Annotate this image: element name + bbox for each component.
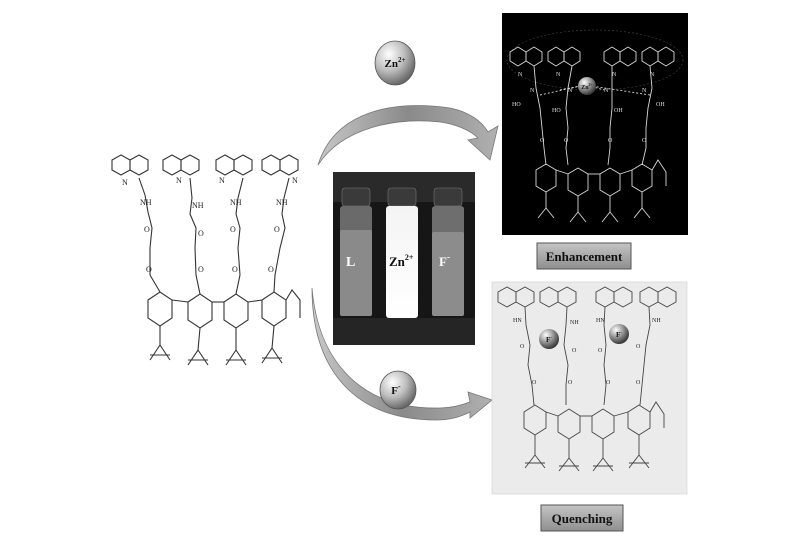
svg-text:Zn2+: Zn2+ (581, 82, 593, 91)
quinoline-3 (215, 154, 253, 176)
fc-o-7: O (606, 380, 611, 386)
zc-n-3: N (612, 72, 617, 78)
vial-label-l: L (346, 255, 355, 270)
zc-o-3: O (608, 138, 613, 144)
vial-fluoride (432, 187, 464, 316)
fc-hn-2: HN (596, 318, 605, 324)
zinc-complex-panel: Zn2+ N N N N N N N N HO HO OH OH O O O O (502, 13, 688, 235)
free-ligand-atom-labels: NH NH NH NH N N N N O O O O O O O O (122, 176, 298, 274)
vial-label-f: F (439, 254, 447, 269)
fluoride-ion-ball: F- (379, 370, 417, 410)
bound-f-text-2: F (616, 331, 620, 339)
zc-oh-2: OH (656, 102, 665, 108)
svg-text:F-: F- (391, 382, 401, 397)
o-label-5: O (146, 265, 152, 274)
vial-ligand (340, 187, 372, 316)
svg-text:F-: F- (616, 331, 622, 339)
fc-hn-1: HN (513, 318, 522, 324)
fluoride-ion-charge: - (398, 382, 401, 391)
enhancement-label-box: Enhancement (536, 242, 632, 270)
nh-label-3: NH (230, 198, 242, 207)
fc-o-8: O (636, 380, 641, 386)
quinoline-2 (162, 154, 200, 176)
complex-zinc-text: Zn (581, 85, 589, 91)
vial-zinc (386, 187, 418, 318)
nh-label-1: NH (140, 198, 152, 207)
zc-ho-1: HO (512, 102, 521, 108)
n-label-2: N (176, 176, 182, 185)
zinc-ion-text: Zn (385, 58, 398, 70)
zc-n-6: N (568, 88, 573, 94)
zc-n-7: N (604, 88, 609, 94)
zc-n-5: N (530, 88, 535, 94)
fc-o-2: O (572, 348, 577, 354)
bound-fluoride-2: F- (609, 324, 629, 344)
quenching-label-box: Quenching (540, 504, 624, 532)
o-label-4: O (274, 225, 280, 234)
upper-curved-arrow (317, 105, 499, 166)
zc-n-4: N (650, 72, 655, 78)
zc-n-8: N (642, 88, 647, 94)
quinoline-1 (111, 154, 149, 176)
o-label-3: O (230, 225, 236, 234)
o-label-8: O (268, 265, 274, 274)
n-label-3: N (219, 176, 225, 185)
zc-o-2: O (564, 138, 569, 144)
vial-label-f-charge: - (447, 252, 450, 262)
quinoline-4 (261, 154, 299, 176)
bound-f-charge-1: - (550, 336, 552, 341)
n-label-1: N (122, 178, 128, 187)
free-ligand-structure (111, 154, 301, 366)
o-label-2: O (198, 229, 204, 238)
o-label-1: O (144, 225, 150, 234)
fc-o-3: O (598, 348, 603, 354)
nh-label-2: NH (192, 201, 204, 210)
vial-photo: L Zn2+ F- (333, 172, 475, 345)
fc-nh-2: NH (652, 318, 661, 324)
zc-o-4: O (642, 138, 647, 144)
fluoride-ion-text: F (391, 385, 398, 397)
zinc-ion-ball: Zn2+ (374, 40, 416, 86)
fluoride-complex-panel: F- F- HN NH HN NH O O O O O O O O (491, 281, 688, 495)
quenching-label: Quenching (552, 511, 613, 526)
fc-o-5: O (532, 380, 537, 386)
bound-f-text-1: F (546, 336, 550, 344)
svg-text:F-: F- (546, 336, 552, 344)
zc-n-1: N (518, 72, 523, 78)
o-label-6: O (198, 265, 204, 274)
zc-o-1: O (540, 138, 545, 144)
svg-text:F-: F- (439, 252, 450, 269)
fc-o-6: O (568, 380, 573, 386)
complex-zinc-charge: 2+ (589, 82, 594, 87)
nh-label-4: NH (276, 198, 288, 207)
fc-o-1: O (520, 344, 525, 350)
fc-o-4: O (636, 344, 641, 350)
zc-n-2: N (556, 72, 561, 78)
svg-text:Zn2+: Zn2+ (385, 56, 406, 70)
bound-fluoride-1: F- (539, 329, 559, 349)
zinc-ion-charge: 2+ (398, 56, 406, 64)
vial-label-zn: Zn (389, 254, 406, 269)
zc-oh-1: OH (614, 108, 623, 114)
o-label-7: O (232, 265, 238, 274)
enhancement-label: Enhancement (546, 249, 623, 264)
lower-curved-arrow (311, 287, 493, 421)
fc-nh-1: NH (570, 320, 579, 326)
svg-text:Zn2+: Zn2+ (389, 253, 414, 269)
n-label-4: N (292, 176, 298, 185)
zc-ho-2: HO (552, 108, 561, 114)
bound-f-charge-2: - (620, 331, 622, 336)
vial-label-zn-charge: 2+ (405, 253, 414, 262)
